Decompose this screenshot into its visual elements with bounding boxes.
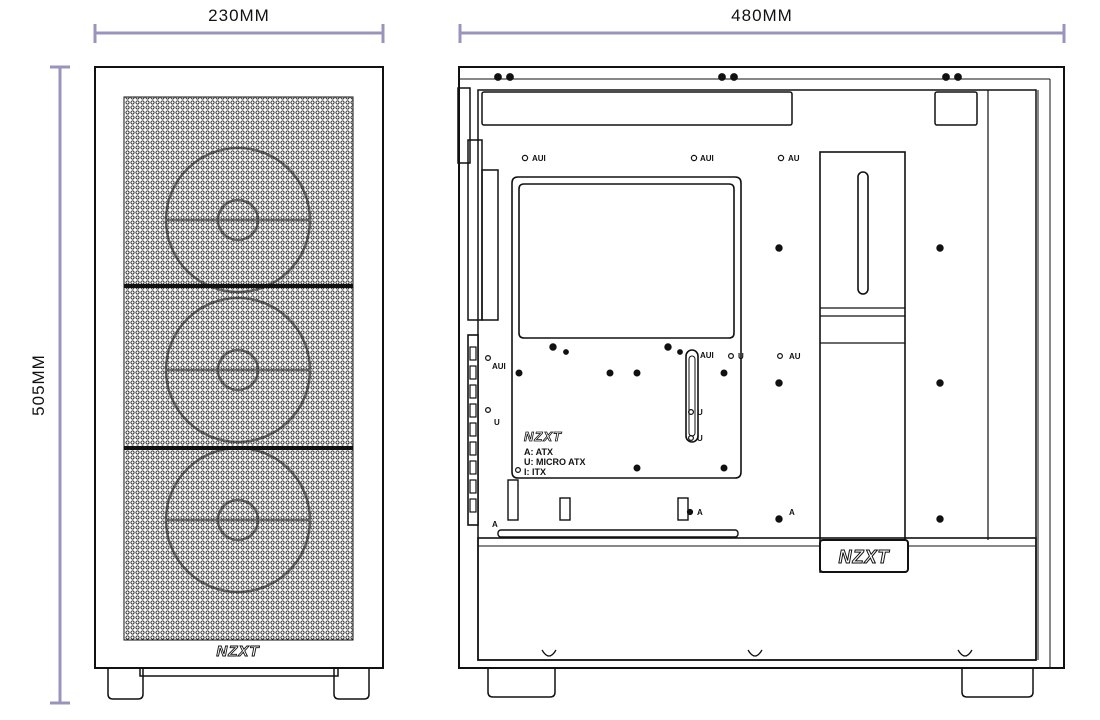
cable-tie-slot: [559, 497, 571, 521]
legend-atx: A: ATX: [524, 447, 553, 457]
svg-text:U: U: [494, 418, 500, 427]
top-rear-io-bracket: [457, 87, 471, 164]
top-cable-cutout: [481, 91, 793, 126]
psu-shroud: [477, 537, 1037, 661]
top-front-cutout: [934, 91, 978, 126]
svg-text:AU: AU: [788, 154, 800, 163]
standoff-labels: AUI AUI AU AUI U AU AUI U U U A A A: [492, 154, 801, 529]
cable-bar-slot: [857, 171, 869, 295]
depth-dimension: 480MM: [458, 6, 1066, 43]
side-panel-outline: [458, 66, 1065, 669]
svg-text:U: U: [697, 408, 703, 417]
cable-grommet-inner: [688, 355, 696, 437]
height-dimension: 505MM: [29, 65, 70, 705]
legend-itx: I: ITX: [524, 467, 546, 477]
svg-text:AU: AU: [789, 352, 801, 361]
shroud-cable-cutout: [497, 529, 739, 538]
mb-nzxt-logo: NZXT: [524, 429, 562, 444]
motherboard-tray: [477, 89, 1037, 661]
front-nzxt-logo: NZXT: [216, 643, 260, 660]
expansion-slots: [467, 334, 479, 526]
side-foot-rear: [487, 668, 556, 698]
rear-fan-bracket: [467, 139, 483, 321]
width-dimension: 230MM: [93, 6, 385, 43]
svg-text:A: A: [789, 508, 795, 517]
cable-grommet-slot: [685, 349, 699, 443]
side-foot-front: [961, 668, 1034, 698]
cpu-backplate-cutout: [518, 183, 735, 339]
front-mesh: [123, 96, 354, 641]
top-mount-screws: [494, 73, 962, 81]
cable-tie-slot: [677, 497, 689, 521]
width-label: 230MM: [208, 6, 270, 25]
front-fan-silhouettes: [164, 146, 312, 594]
svg-text:A: A: [697, 508, 703, 517]
front-view: NZXT: [94, 66, 384, 700]
shroud-nzxt-logo: NZXT: [839, 547, 891, 567]
side-view: NZXT: [457, 66, 1065, 698]
rear-fan: [481, 169, 499, 321]
svg-text:U: U: [697, 434, 703, 443]
standoff-holes: [485, 154, 944, 523]
shroud-badge: [819, 539, 909, 573]
svg-text:U: U: [738, 352, 744, 361]
front-cable-bar: [819, 151, 906, 573]
form-factor-legend: NZXT A: ATX U: MICRO ATX I: ITX: [524, 429, 586, 477]
cable-tie-slot: [507, 479, 519, 521]
front-foot-left: [107, 668, 144, 700]
depth-label: 480MM: [731, 6, 793, 25]
svg-text:A: A: [492, 520, 498, 529]
height-label: 505MM: [29, 354, 48, 416]
motherboard-cutout-outer: [511, 176, 742, 479]
front-foot-right: [333, 668, 370, 700]
svg-text:AUI: AUI: [700, 154, 714, 163]
svg-text:AUI: AUI: [532, 154, 546, 163]
legend-micro-atx: U: MICRO ATX: [524, 457, 586, 467]
svg-text:AUI: AUI: [492, 362, 506, 371]
front-bottom-trim: [139, 667, 339, 677]
svg-text:AUI: AUI: [700, 351, 714, 360]
